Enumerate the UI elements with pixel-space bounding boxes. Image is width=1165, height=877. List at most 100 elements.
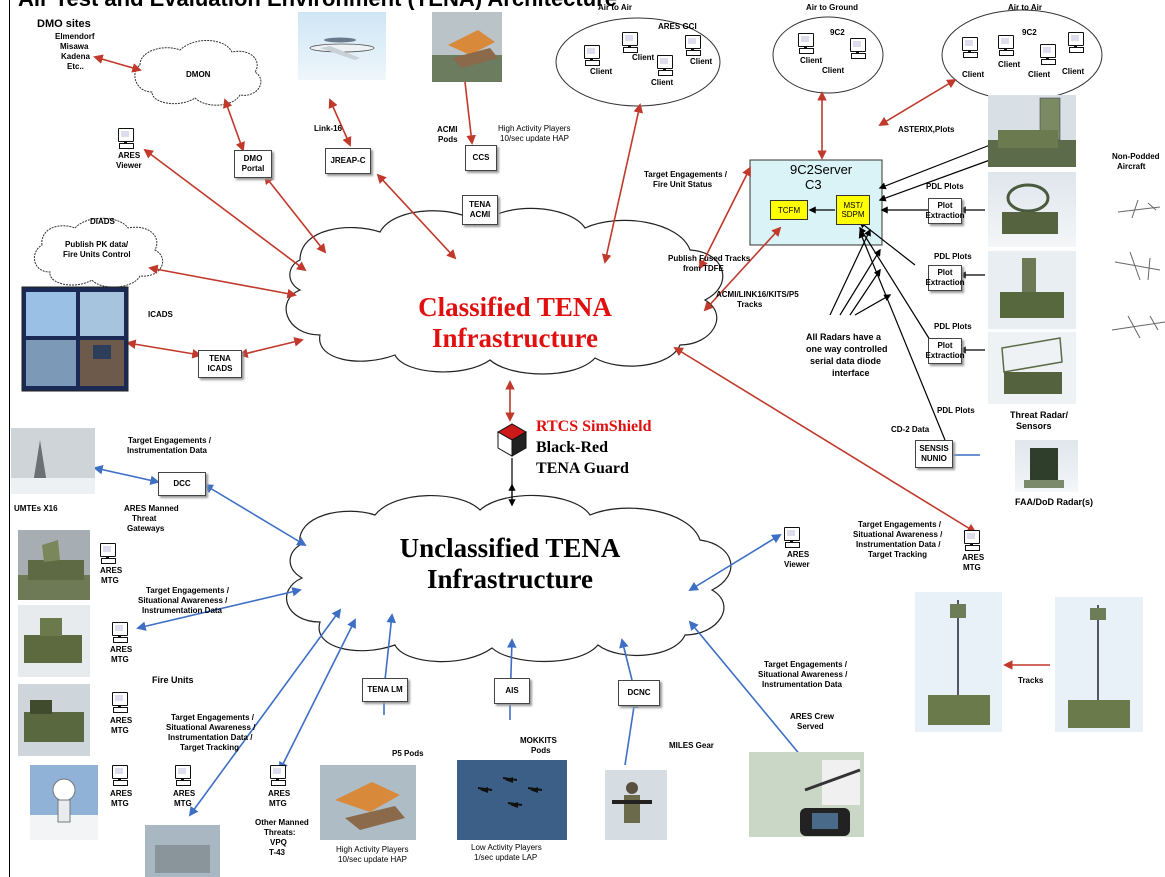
threat-radar-2: Sensors bbox=[1016, 421, 1052, 431]
ares-viewer-computer-icon bbox=[116, 128, 134, 149]
miles-soldier-photo bbox=[605, 770, 667, 840]
tracks-label: Tracks bbox=[1018, 676, 1044, 685]
guard-line-2: TENA Guard bbox=[536, 460, 629, 477]
target-fire-status-1: Target Engagements / bbox=[644, 170, 727, 179]
mst-sdpm-box[interactable]: MST/SDPM bbox=[836, 195, 870, 225]
ccs-box[interactable]: CCS bbox=[465, 145, 497, 171]
cd2-label: CD-2 Data bbox=[891, 425, 930, 434]
client-computer-icon bbox=[655, 55, 673, 76]
tcfm-box[interactable]: TCFM bbox=[770, 200, 808, 220]
crew-served-photo bbox=[749, 752, 864, 837]
ares-mtg-label: MTG bbox=[101, 576, 119, 585]
ares-viewer-computer-icon bbox=[782, 527, 800, 548]
fighter-photo-top bbox=[432, 12, 502, 82]
target-sa-3: Instrumentation Data bbox=[142, 606, 223, 615]
publish-fused-1: Publish Fused Tracks bbox=[668, 254, 751, 263]
ares-mtg-computer-icon bbox=[110, 622, 128, 643]
other-manned-4: T-43 bbox=[269, 848, 286, 857]
client-computer-icon bbox=[1038, 44, 1056, 65]
ares-mtg-computer-icon bbox=[110, 692, 128, 713]
dmo-site-3: Kadena bbox=[61, 52, 90, 61]
ares-mtg-label: ARES bbox=[100, 566, 123, 575]
ares-viewer-bottom-2: Viewer bbox=[784, 560, 810, 569]
ares-mtg-right-label-1: ARES bbox=[962, 553, 985, 562]
client-computer-icon bbox=[582, 45, 600, 66]
dcnc-box[interactable]: DCNC bbox=[618, 680, 660, 706]
hap-bottom-label-2: 10/sec update HAP bbox=[338, 855, 407, 864]
faa-label: FAA/DoD Radar(s) bbox=[1015, 497, 1094, 507]
launcher-photo-bottom bbox=[145, 825, 220, 877]
ares-mtg-label: MTG bbox=[111, 726, 129, 735]
icads-label: ICADS bbox=[148, 310, 173, 319]
mast-photo-1 bbox=[915, 592, 1002, 732]
dcc-box[interactable]: DCC bbox=[158, 472, 206, 496]
ares-manned-2: Threat bbox=[132, 514, 157, 523]
client-label: Client bbox=[1062, 67, 1085, 76]
radar-photo-2 bbox=[988, 172, 1076, 247]
other-manned-1: Other Manned bbox=[255, 818, 309, 827]
guard-icon bbox=[496, 423, 528, 457]
right-target-sa-tracking-2: Situational Awareness / bbox=[853, 530, 943, 539]
dmo-site-4: Etc.. bbox=[67, 62, 84, 71]
ares-mtg-computer-icon bbox=[98, 543, 116, 564]
radars-note-3: serial data diode bbox=[810, 356, 882, 366]
acmi-pods-label-2: Pods bbox=[438, 135, 458, 144]
ares-mtg-label: MTG bbox=[111, 799, 129, 808]
icads-screenshot bbox=[21, 286, 129, 392]
client-label: Client bbox=[651, 78, 674, 87]
client-computer-icon bbox=[796, 33, 814, 54]
target-sa-tracking-2: Situational Awareness / bbox=[166, 723, 256, 732]
target-sa-1: Target Engagements / bbox=[146, 586, 229, 595]
right-target-sa-tracking-1: Target Engagements / bbox=[858, 520, 941, 529]
ais-box[interactable]: AIS bbox=[494, 678, 530, 704]
acmi-tracks-1: ACMI/LINK16/KITS/P5 bbox=[716, 290, 799, 299]
radar-photo-1 bbox=[988, 95, 1076, 167]
diads-text-1: Publish PK data/ bbox=[65, 240, 129, 249]
aircraft-icon-1 bbox=[1117, 199, 1161, 219]
target-sa-tracking-1: Target Engagements / bbox=[171, 713, 254, 722]
other-manned-2: Threats: bbox=[264, 828, 296, 837]
tena-lm-box[interactable]: TENA LM bbox=[362, 678, 408, 702]
umtes-label: UMTEs X16 bbox=[14, 504, 58, 513]
nine-c2-label-1: 9C2 bbox=[830, 28, 845, 37]
formation-photo bbox=[457, 760, 567, 840]
client-label: Client bbox=[590, 67, 613, 76]
server-title-1: 9C2Server bbox=[790, 162, 853, 177]
radars-note-1: All Radars have a bbox=[806, 332, 882, 342]
diads-cloud bbox=[34, 217, 164, 288]
right-target-sa-2: Situational Awareness / bbox=[758, 670, 848, 679]
non-podded-2: Aircraft bbox=[1117, 162, 1146, 171]
right-target-sa-3: Instrumentation Data bbox=[762, 680, 843, 689]
hap-bottom-label-1: High Activity Players bbox=[336, 845, 409, 854]
radar-photo-4 bbox=[988, 332, 1076, 404]
target-sa-2: Situational Awareness / bbox=[138, 596, 228, 605]
diads-title: DIADS bbox=[90, 217, 115, 226]
radars-note-2: one way controlled bbox=[806, 344, 888, 354]
client-label: Client bbox=[962, 70, 985, 79]
ares-mtg-computer-icon bbox=[173, 765, 191, 786]
miles-label: MILES Gear bbox=[669, 741, 714, 750]
pdl-plots-label-2: PDL Plots bbox=[934, 252, 972, 261]
awacs-photo bbox=[298, 12, 386, 80]
ares-crew-2: Served bbox=[797, 722, 824, 731]
fighter-photo-bottom bbox=[320, 765, 416, 840]
right-target-sa-tracking-3: Instrumentation Data / bbox=[856, 540, 941, 549]
link16-label: Link-16 bbox=[314, 124, 343, 133]
client-computer-icon bbox=[848, 38, 866, 59]
ares-mtg-computer-icon bbox=[962, 530, 980, 551]
fire-units-label: Fire Units bbox=[152, 675, 194, 685]
pdl-plots-label-1: PDL Plots bbox=[926, 182, 964, 191]
publish-fused-2: from TDFE bbox=[683, 264, 724, 273]
jreap-c-box[interactable]: JREAP-C bbox=[325, 148, 371, 174]
air-to-air-label-1: Air to Air bbox=[598, 3, 632, 12]
